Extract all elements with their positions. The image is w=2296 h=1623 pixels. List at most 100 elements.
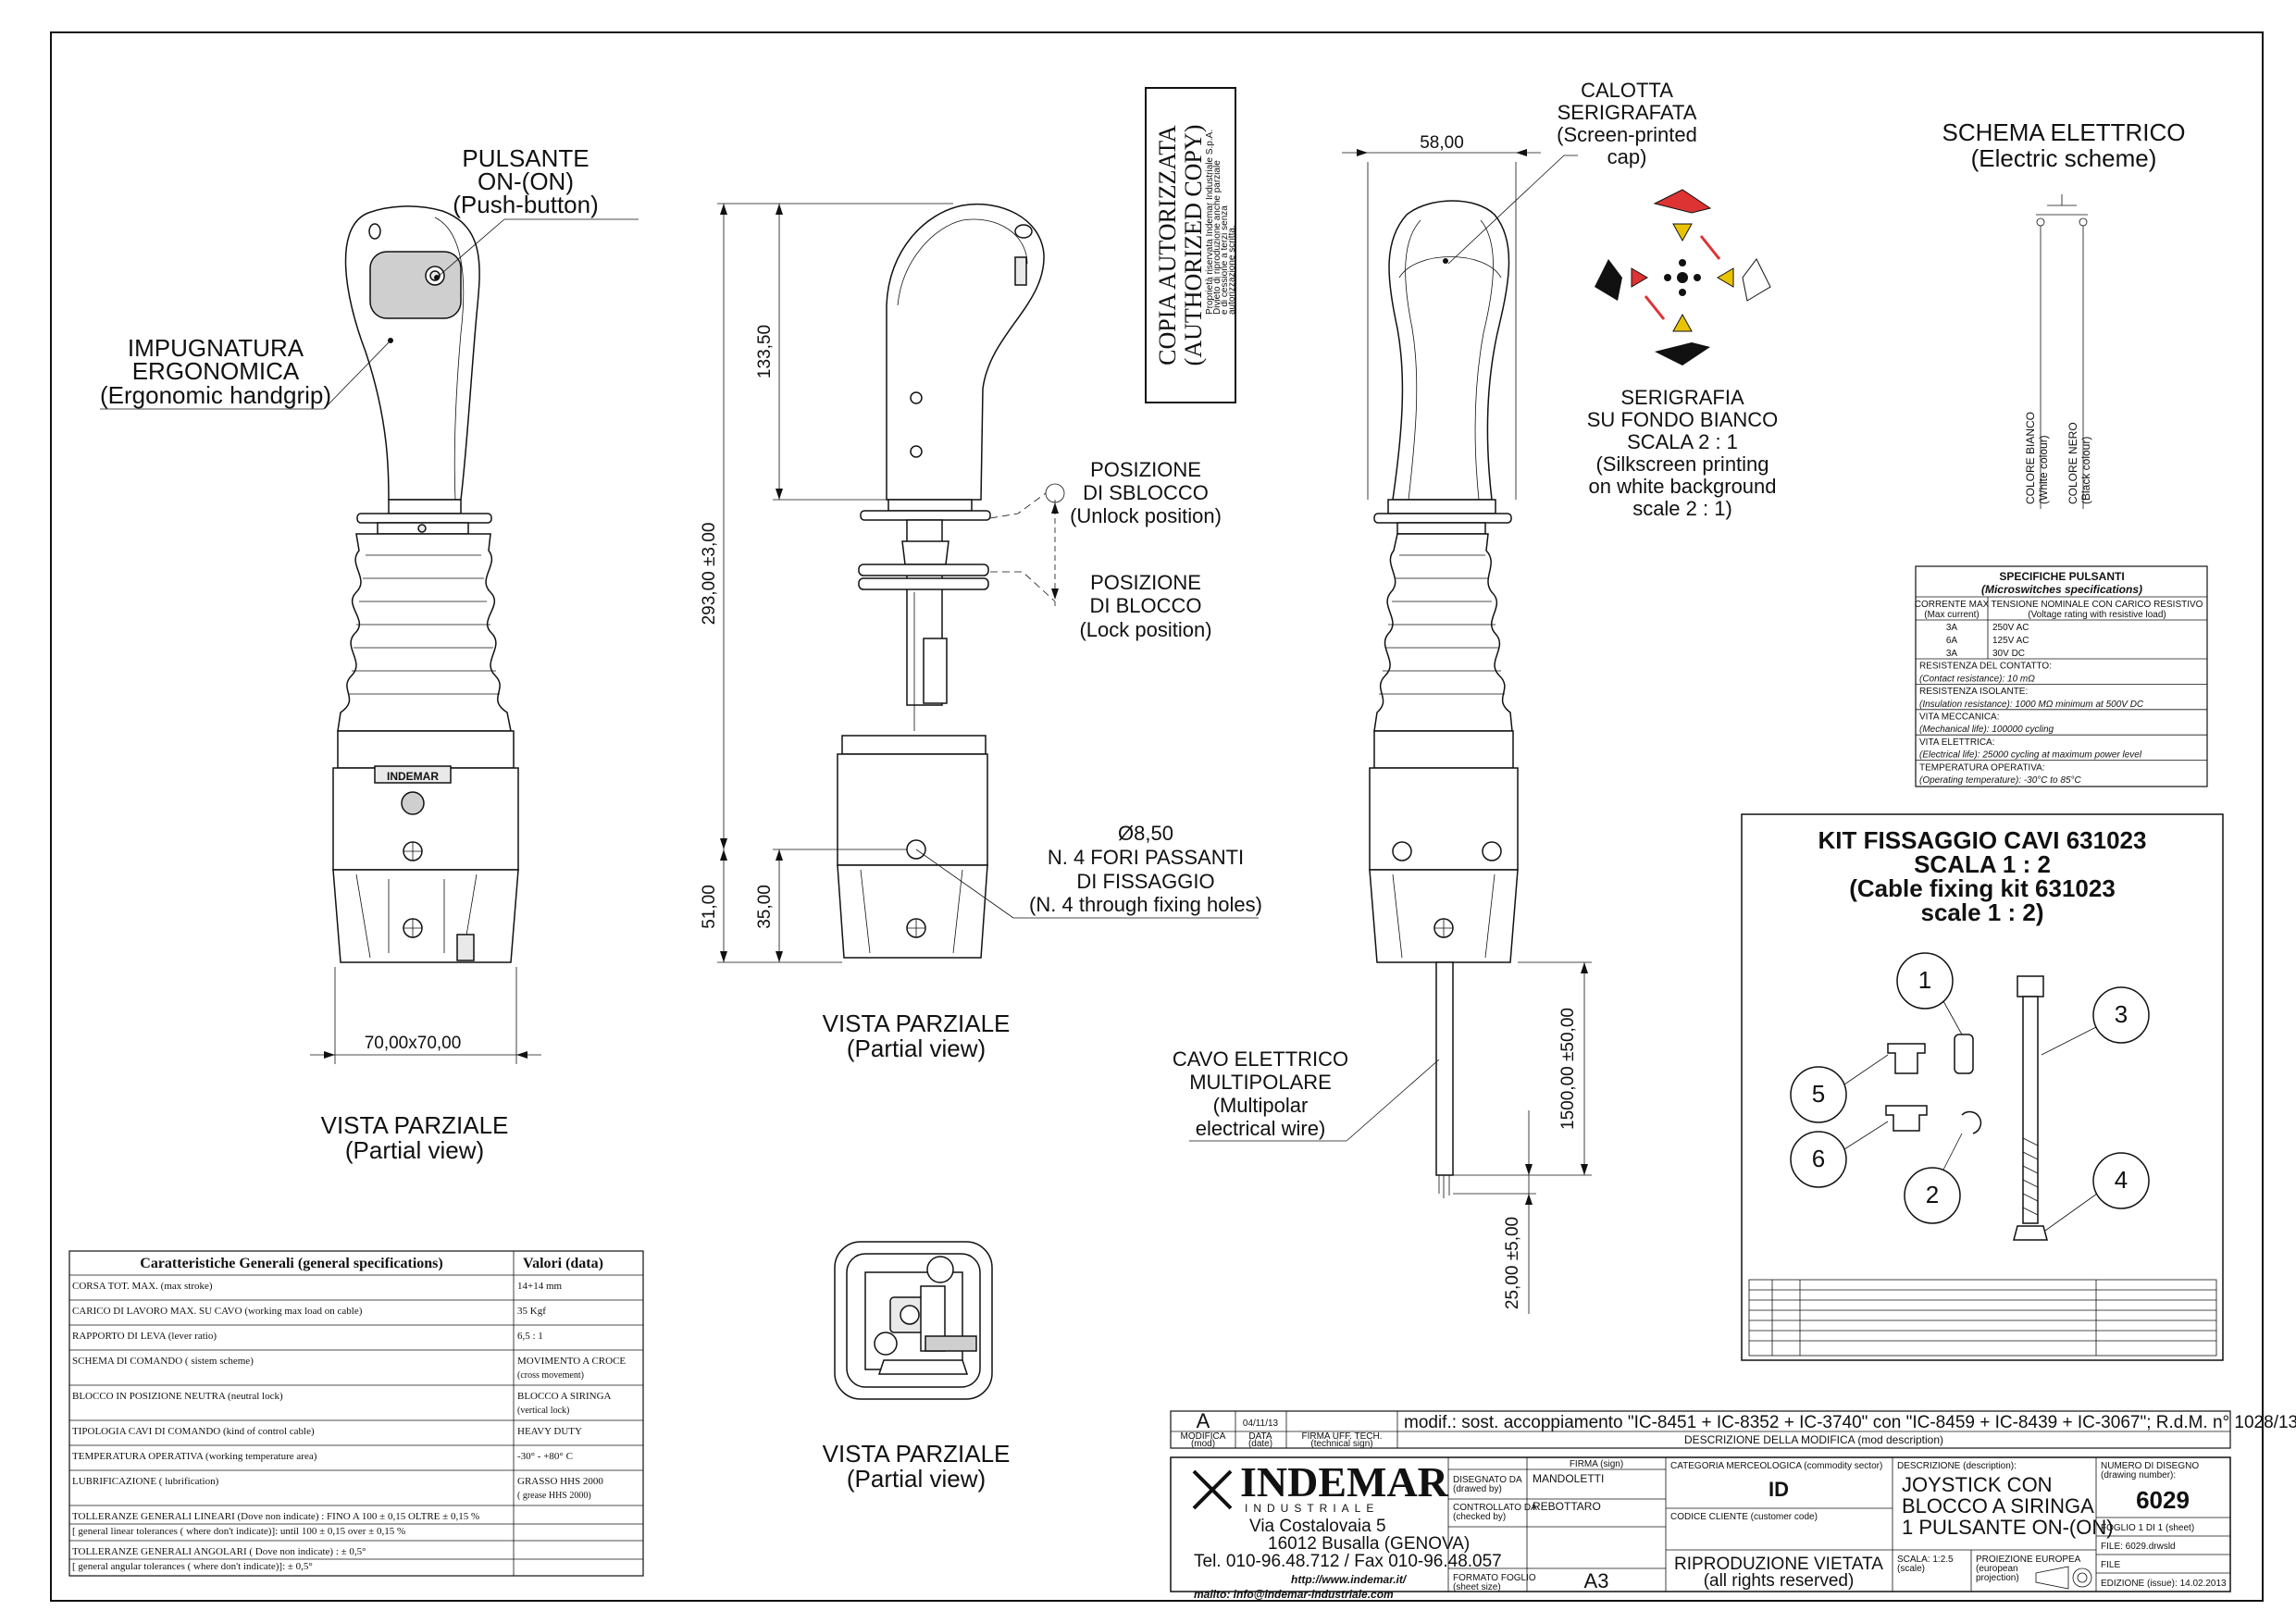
cap-label-2: SERIGRAFATA bbox=[1558, 101, 1697, 124]
kit-callout-5: 5 bbox=[1812, 1080, 1825, 1108]
general-spec-label: LUBRIFICAZIONE ( lubrification) bbox=[72, 1476, 219, 1487]
silk-label-1: SERIGRAFIA bbox=[1620, 386, 1744, 409]
dim-1500: 1500,00 ±50,00 bbox=[1558, 1008, 1578, 1130]
general-spec-label: CARICO DI LAVORO MAX. SU CAVO (working m… bbox=[72, 1306, 363, 1317]
kit-title-3: (Cable fixing kit 631023 bbox=[1849, 874, 2116, 902]
silk-label-5: on white background bbox=[1588, 475, 1776, 498]
handgrip-label-2: ERGONOMICA bbox=[132, 357, 300, 385]
general-spec-label: SCHEMA DI COMANDO ( sistem scheme) bbox=[72, 1356, 254, 1367]
drawing-no-label-2: (drawing number): bbox=[2101, 1470, 2176, 1481]
switch-specs-title: SPECIFICHE PULSANTI bbox=[1999, 570, 2124, 583]
dim-51: 51,00 bbox=[700, 885, 719, 929]
cable-label-2: MULTIPOLARE bbox=[1189, 1071, 1332, 1094]
cable-label-3: (Multipolar bbox=[1213, 1094, 1309, 1117]
file-name: FILE: 6029.drwsld bbox=[2101, 1542, 2176, 1552]
cap-silkscreen: CALOTTA SERIGRAFATA (Screen-printed cap)… bbox=[1447, 79, 1778, 520]
address-3: Tel. 010-96.48.712 / Fax 010-96.48.057 bbox=[1194, 1552, 1502, 1571]
description-2: BLOCCO A SIRINGA bbox=[1902, 1494, 2094, 1518]
switch-col1-a: CORRENTE MAX bbox=[1915, 600, 1990, 610]
category-label: CATEGORIA MERCEOLOGICA (commodity sector… bbox=[1670, 1461, 1882, 1471]
authorized-copy-notice-1: Proprietà riservata Indemar Industriale … bbox=[1205, 130, 1215, 315]
general-spec-label: RAPPORTO DI LEVA (lever ratio) bbox=[72, 1331, 217, 1342]
middle-view: 133,50 293,00 ±3,00 51,00 35,00 POSIZION… bbox=[700, 203, 1262, 1062]
switch-spec-row: (Operating temperature): -30°C to 85°C bbox=[1919, 775, 2082, 786]
revision-date: 04/11/13 bbox=[1243, 1419, 1279, 1429]
switch-spec-row: VITA ELETTRICA: bbox=[1919, 737, 1995, 748]
dim-58: 58,00 bbox=[1420, 133, 1464, 153]
description-3: 1 PULSANTE ON-(ON) bbox=[1902, 1516, 2114, 1539]
general-specs-header-value: Valori (data) bbox=[523, 1256, 603, 1271]
revision-text: modif.: sost. accoppiamento "IC-8451 + I… bbox=[1404, 1413, 2296, 1432]
holes-label-2: N. 4 FORI PASSANTI bbox=[1048, 846, 1244, 869]
switch-spec-row: VITA MECCANICA: bbox=[1919, 712, 2000, 723]
switch-specs-table: SPECIFICHE PULSANTI (Microswitches speci… bbox=[1915, 565, 2208, 787]
general-specs-frame bbox=[68, 1250, 644, 1577]
general-spec-label-2: [ general angular tolerances ( where don… bbox=[72, 1561, 313, 1572]
general-spec-label: TOLLERANZE GENERALI ANGOLARI ( Dove non … bbox=[72, 1546, 366, 1557]
desc-label: DESCRIZIONE (description): bbox=[1897, 1461, 2017, 1471]
black-wire-2: (Black colour) bbox=[2079, 437, 2092, 504]
company-web[interactable]: http://www.indemar.it/ bbox=[1291, 1573, 1408, 1586]
drawing-no-label-1: NUMERO DI DISEGNO bbox=[2101, 1461, 2199, 1471]
rev-h-mod-1: MODIFICA bbox=[1181, 1431, 1226, 1442]
format-label-2: (sheet size) bbox=[1453, 1582, 1501, 1592]
drawing-number: 6029 bbox=[2136, 1486, 2190, 1514]
general-spec-value: -30° - +80° C bbox=[517, 1451, 573, 1462]
revision-letter: A bbox=[1197, 1409, 1210, 1432]
sheet-format: A3 bbox=[1584, 1569, 1609, 1592]
left-caption-1: VISTA PARZIALE bbox=[321, 1111, 509, 1139]
scheme-title-1: SCHEMA ELETTRICO bbox=[1942, 118, 2186, 146]
cap-label-3: (Screen-printed bbox=[1557, 123, 1697, 146]
rating-current-2: 6A bbox=[1946, 636, 1958, 646]
company-mail[interactable]: mailto: info@indemar-industriale.com bbox=[1194, 1588, 1394, 1601]
reproduction-1: RIPRODUZIONE VIETATA bbox=[1674, 1555, 1883, 1574]
company-sub: INDUSTRIALE bbox=[1245, 1502, 1379, 1515]
left-caption-2: (Partial view) bbox=[345, 1136, 484, 1164]
cable-label-1: CAVO ELETTRICO bbox=[1173, 1047, 1348, 1071]
general-spec-value: 14+14 mm bbox=[517, 1281, 563, 1292]
checked-by: REBOTTARO bbox=[1533, 1500, 1601, 1513]
rating-current-1: 3A bbox=[1946, 623, 1958, 633]
general-spec-value-2: (vertical lock) bbox=[517, 1406, 569, 1416]
authorized-copy-title-2: (AUTHORIZED COPY) bbox=[1180, 125, 1207, 366]
company-name: INDEMAR bbox=[1240, 1458, 1449, 1505]
general-spec-label: TOLLERANZE GENERALI LINEARI (Dove non in… bbox=[72, 1511, 479, 1522]
switch-col1-b: (Max current) bbox=[1924, 610, 1979, 620]
kit-title-4: scale 1 : 2) bbox=[1921, 898, 2044, 926]
general-spec-label: CORSA TOT. MAX. (max stroke) bbox=[72, 1281, 213, 1292]
checked-label-1: CONTROLLATO DA bbox=[1453, 1503, 1537, 1513]
switch-spec-row: (Insulation resistance): 1000 MΩ minimum… bbox=[1919, 700, 2144, 710]
checked-label-2: (checked by) bbox=[1453, 1512, 1506, 1522]
rev-h-desc: DESCRIZIONE DELLA MODIFICA (mod descript… bbox=[1684, 1433, 1943, 1446]
dim-35: 35,00 bbox=[755, 885, 775, 929]
rev-h-sign-2: (technical sign) bbox=[1310, 1439, 1372, 1449]
dim-25: 25,00 ±5,00 bbox=[1503, 1217, 1522, 1309]
switch-spec-row: (Contact resistance): 10 mΩ bbox=[1919, 674, 2035, 684]
reproduction-2: (all rights reserved) bbox=[1704, 1571, 1855, 1591]
description-1: JOYSTICK CON bbox=[1902, 1473, 2053, 1496]
lock-label-3: (Lock position) bbox=[1079, 618, 1211, 641]
sheet-number: FOGLIO 1 DI 1 (sheet) bbox=[2101, 1523, 2194, 1533]
general-spec-label: BLOCCO IN POSIZIONE NEUTRA (neutral lock… bbox=[72, 1391, 283, 1402]
general-specs-header-label: Caratteristiche Generali (general specif… bbox=[140, 1256, 442, 1271]
holes-label-3: DI FISSAGGIO bbox=[1076, 870, 1214, 893]
authorized-copy-stamp: COPIA AUTORIZZATA (AUTHORIZED COPY) Prop… bbox=[1145, 87, 1237, 403]
h-firma: FIRMA (sign) bbox=[1570, 1459, 1623, 1469]
kit-callout-1: 1 bbox=[1918, 966, 1931, 994]
projection-symbol bbox=[2035, 1566, 2092, 1590]
authorized-copy-notice-2: Divieto di riproduzione anche parziale bbox=[1212, 160, 1222, 315]
general-spec-value: BLOCCO A SIRINGA bbox=[517, 1391, 612, 1402]
kit-callout-6: 6 bbox=[1812, 1145, 1825, 1172]
handgrip-label-3: (Ergonomic handgrip) bbox=[100, 381, 331, 409]
general-spec-value: MOVIMENTO A CROCE bbox=[517, 1356, 626, 1367]
black-wire-1: COLORE NERO bbox=[2066, 422, 2079, 504]
revision-block: A 04/11/13 modif.: sost. accoppiamento "… bbox=[1170, 1409, 2296, 1449]
company-logo bbox=[1192, 1469, 1233, 1510]
dim-293: 293,00 ±3,00 bbox=[700, 523, 719, 626]
rev-h-date-2: (date) bbox=[1248, 1439, 1272, 1449]
cable-label-4: electrical wire) bbox=[1196, 1117, 1326, 1140]
rev-h-date-1: DATA bbox=[1248, 1431, 1272, 1442]
authorized-copy-notice-3: e di cessione a terzi senza bbox=[1220, 205, 1230, 315]
dim-133: 133,50 bbox=[755, 325, 775, 378]
